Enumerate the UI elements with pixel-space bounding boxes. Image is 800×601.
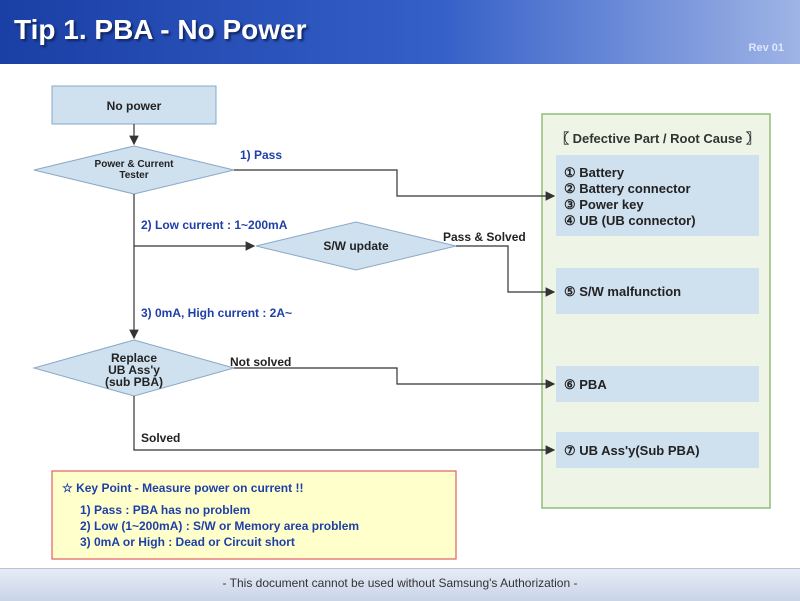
node-sw-update (255, 221, 457, 271)
footer-bar (0, 568, 800, 601)
cause-item-ub-assy: ⑦ UB Ass'y(Sub PBA) (564, 443, 700, 458)
cause-item-sw-malfunction: ⑤ S/W malfunction (564, 284, 681, 299)
cause-box-group1 (556, 155, 759, 236)
cause-item-pba: ⑥ PBA (564, 377, 607, 392)
arrow-sw-to-malfunction (456, 245, 556, 297)
key-point-box (51, 470, 457, 560)
node-replace-label-2: UB Ass'y (108, 363, 160, 377)
cause-box-pba (556, 366, 759, 402)
footer-text: - This document cannot be used without S… (222, 576, 578, 590)
header-bar: Tip 1. PBA - No Power Rev 01 (0, 0, 800, 64)
edge-label-low-current: 2) Low current : 1~200mA (141, 218, 288, 232)
key-point-item-1: 1) Pass : PBA has no problem (80, 503, 250, 517)
node-tester-label-2: Tester (119, 170, 148, 181)
arrow-not-solved-to-pba (234, 367, 556, 389)
key-point-title: ☆ Key Point - Measure power on current !… (62, 481, 303, 495)
cause-item-power-key: ③ Power key (564, 197, 644, 212)
cause-box-sw (556, 268, 759, 314)
node-no-power-label: No power (107, 99, 162, 113)
edge-label-solved: Solved (141, 431, 180, 445)
arrow-solved-to-ub (133, 396, 556, 455)
node-tester-label-1: Power & Current (95, 159, 175, 170)
cause-item-battery: ① Battery (564, 165, 625, 180)
edge-label-pass: 1) Pass (240, 148, 282, 162)
node-sw-update-label: S/W update (323, 239, 389, 253)
page-title: Tip 1. PBA - No Power (14, 14, 307, 45)
edge-label-high-current: 3) 0mA, High current : 2A~ (141, 306, 292, 320)
cause-box-ub-assy (556, 432, 759, 468)
edge-label-not-solved: Not solved (230, 355, 291, 369)
key-point-item-2: 2) Low (1~200mA) : S/W or Memory area pr… (80, 519, 359, 533)
revision-label: Rev 01 (748, 42, 784, 54)
key-point-item-3: 3) 0mA or High : Dead or Circuit short (80, 535, 295, 549)
cause-item-ub-connector: ④ UB (UB connector) (564, 213, 696, 228)
flow-connectors (129, 124, 556, 455)
node-no-power (51, 85, 217, 125)
root-cause-title: 〖 Defective Part / Root Cause 〗 (556, 131, 759, 146)
cause-item-battery-connector: ② Battery connector (564, 181, 691, 196)
node-replace-label-1: Replace (111, 351, 157, 365)
arrow-pass-to-battery (234, 169, 556, 201)
node-replace-label-3: (sub PBA) (105, 375, 163, 389)
edge-label-pass-solved: Pass & Solved (443, 230, 526, 244)
